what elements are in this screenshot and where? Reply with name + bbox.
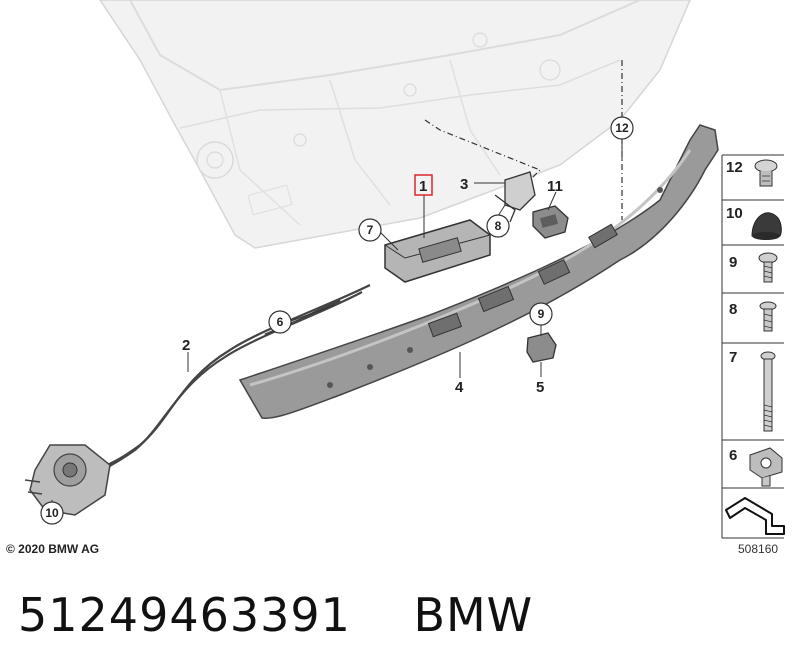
leader-lines [51,139,623,508]
part-number: 51249463391 [18,588,351,642]
clip-part-5 [526,332,557,363]
bracket-part [494,171,536,223]
push-clip-icon [754,159,778,187]
highlight-box [414,174,433,196]
copyright-notice: © 2020 BMW AG [6,542,100,556]
switch-part-11 [532,205,569,239]
footer-caption: 51249463391 BMW [18,588,533,642]
fastener-label-8: 8 [729,301,737,318]
long-bolt-icon [760,351,776,432]
cable-clip-icon [749,447,783,487]
screw-9-icon [758,252,778,283]
callout-labels: 1 3 11 2 4 5 [182,176,563,396]
callout-6: 6 [277,315,284,329]
callout-3: 3 [460,176,468,193]
callout-12: 12 [615,121,629,135]
actuator-motor-part [24,444,111,516]
fastener-label-12: 12 [726,159,743,176]
callout-2: 2 [182,337,190,354]
tailgate-panel [99,0,691,249]
callout-1: 1 [419,178,427,195]
fastener-label-7: 7 [729,349,737,366]
circled-callouts: 7 8 12 9 6 10 [40,116,634,525]
callout-4: 4 [455,379,464,396]
callout-10: 10 [45,506,59,520]
brand-name: BMW [413,588,534,642]
fastener-label-10: 10 [726,205,743,222]
drawing-number: 508160 [738,542,779,556]
callout-7: 7 [367,223,374,237]
screw-8-icon [759,301,777,332]
fastener-label-9: 9 [729,254,737,271]
fastener-label-6: 6 [729,447,737,464]
callout-8: 8 [495,219,502,233]
lock-module-part [384,219,491,283]
callout-9: 9 [538,307,545,321]
rubber-buffer-icon [751,212,782,240]
callout-5: 5 [536,379,544,396]
fastener-panel: 12 10 9 8 7 6 [721,154,785,539]
trim-panel-part [238,124,719,419]
page-symbol-icon [725,497,785,535]
callout-11: 11 [547,178,563,195]
